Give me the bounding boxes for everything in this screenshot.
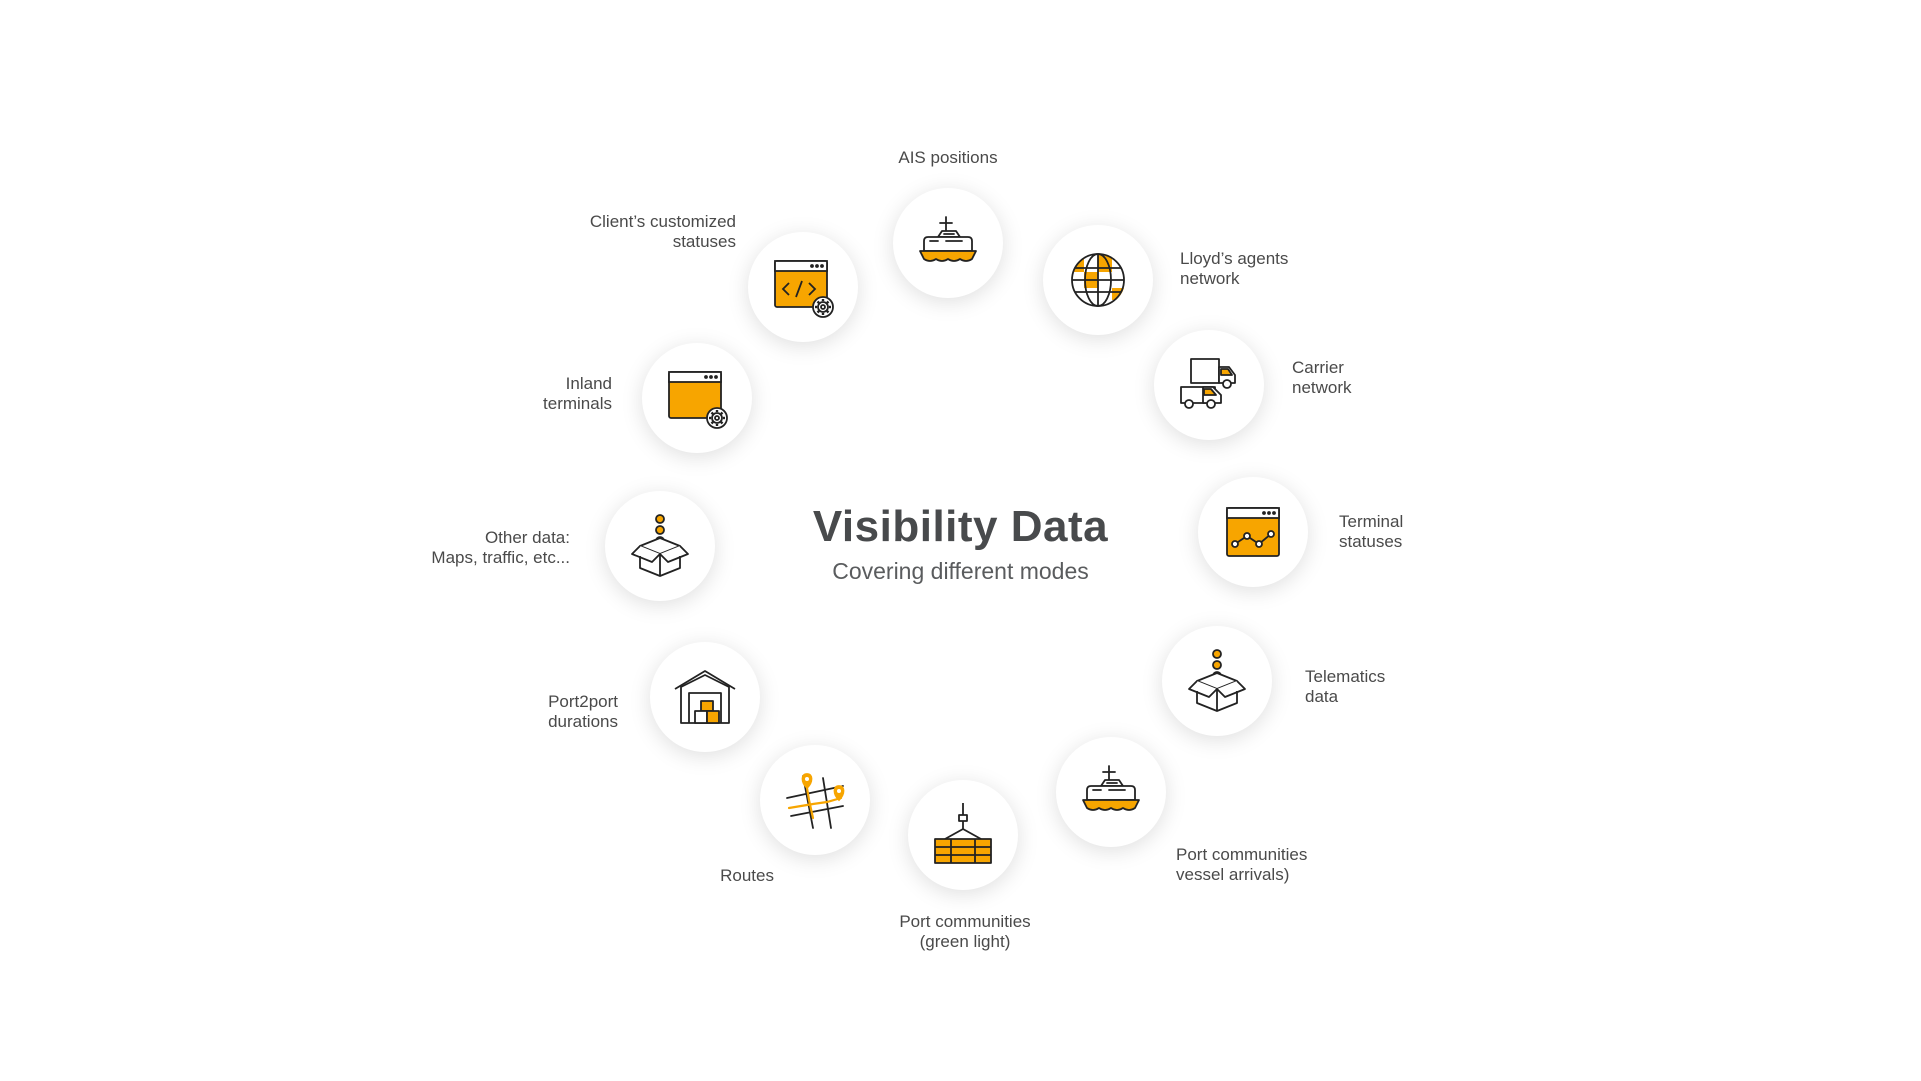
node-port-vessel-arrivals[interactable] (1056, 737, 1166, 847)
browser-chart-icon (1221, 500, 1285, 564)
node-telematics-data[interactable] (1162, 626, 1272, 736)
label-ais-positions: AIS positions (898, 148, 998, 167)
label-other-data: Other data:Maps, traffic, etc... (431, 528, 570, 567)
browser-code-icon (771, 255, 835, 319)
box-dots-icon (628, 514, 692, 578)
diagram-subtitle: Covering different modes (832, 558, 1089, 584)
diagram-title: Visibility Data (812, 502, 1109, 551)
trucks-icon (1177, 353, 1241, 417)
label-port-green-light: Port communities(green light) (899, 912, 1031, 951)
warehouse-icon (673, 665, 737, 729)
node-ais-positions[interactable] (893, 188, 1003, 298)
node-client-statuses[interactable] (748, 232, 858, 342)
browser-gear-icon (665, 366, 729, 430)
ship-icon (916, 211, 980, 275)
node-routes[interactable] (760, 745, 870, 855)
node-port-green-light[interactable] (908, 780, 1018, 890)
node-carrier-network[interactable] (1154, 330, 1264, 440)
label-routes: Routes (720, 866, 774, 885)
map-route-icon (783, 768, 847, 832)
box-dots-icon (1185, 649, 1249, 713)
node-port2port-durations[interactable] (650, 642, 760, 752)
globe-icon (1066, 248, 1130, 312)
node-terminal-statuses[interactable] (1198, 477, 1308, 587)
node-other-data[interactable] (605, 491, 715, 601)
node-lloyds-agents[interactable] (1043, 225, 1153, 335)
container-crane-icon (931, 803, 995, 867)
ship-icon (1079, 760, 1143, 824)
node-inland-terminals[interactable] (642, 343, 752, 453)
